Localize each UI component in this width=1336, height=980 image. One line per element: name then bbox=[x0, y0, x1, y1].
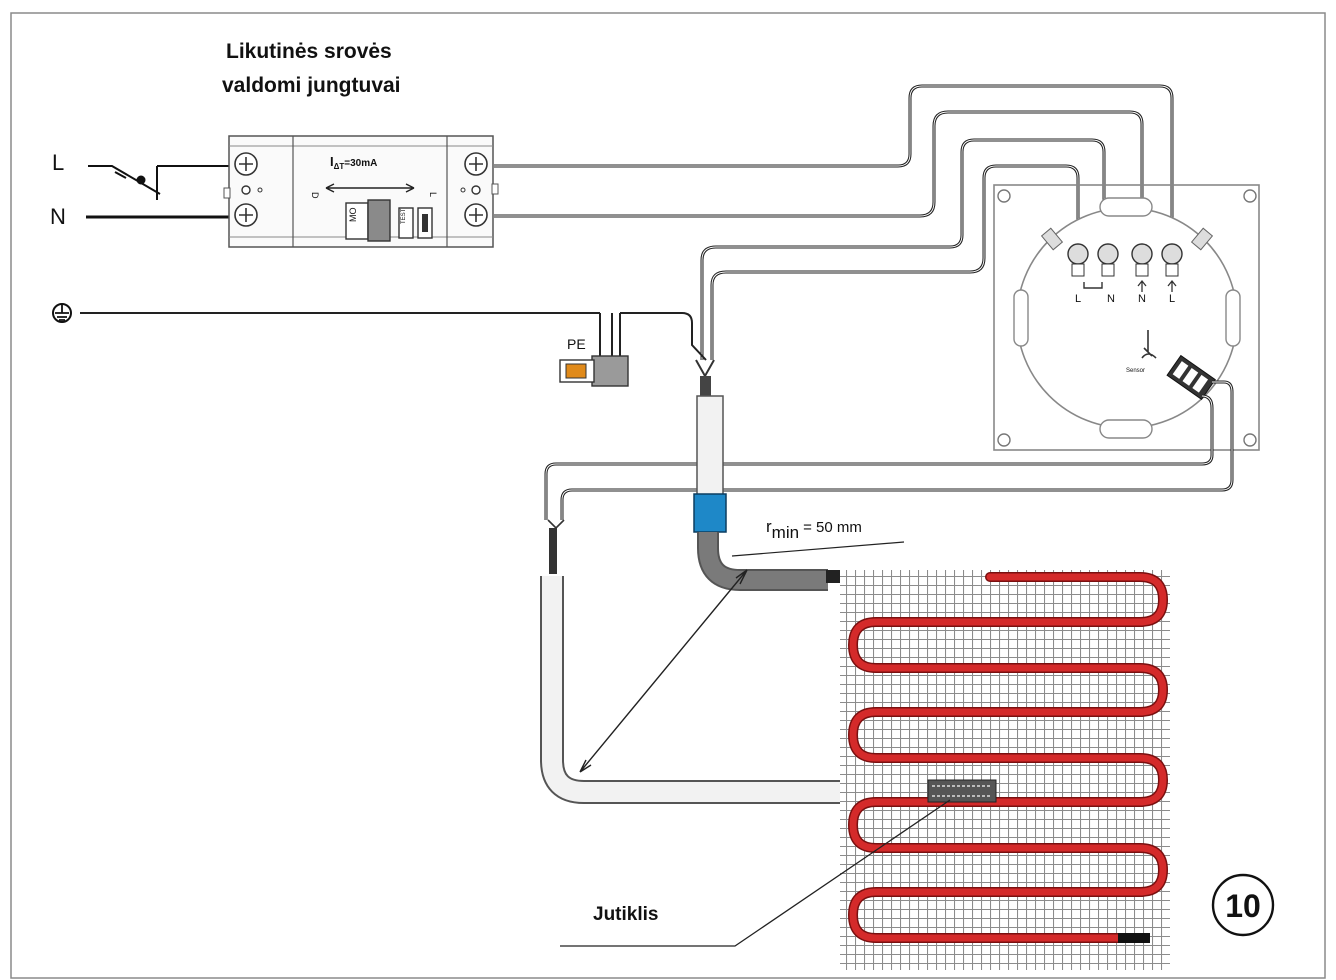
thermostat-terminal-1 bbox=[1067, 243, 1089, 277]
wire-L-inner bbox=[494, 85, 1173, 245]
sensor-leader bbox=[560, 799, 951, 947]
rcd-rating: IΔT=30mA bbox=[330, 154, 377, 171]
rcd-device: IΔT=30mA D L MO TEST bbox=[223, 135, 499, 248]
sensor-probe bbox=[927, 779, 997, 803]
rcd-side-label-left: D bbox=[310, 192, 320, 199]
supply-switch bbox=[88, 165, 232, 200]
heating-cable-core bbox=[849, 573, 1167, 942]
pe-label: PE bbox=[567, 336, 586, 352]
rcd-terminal-left-top bbox=[234, 152, 258, 176]
label-L: L bbox=[52, 150, 64, 175]
label-N: N bbox=[50, 204, 66, 229]
thermostat-terminal-label-3: N bbox=[1138, 293, 1146, 305]
rcd-toggle-label: MO bbox=[348, 208, 358, 223]
thermostat-terminal-bridge bbox=[1083, 282, 1103, 289]
bend-radius-leader-top bbox=[731, 541, 905, 557]
thermostat-terminal-label-2: N bbox=[1107, 293, 1115, 305]
pe-terminal: PE bbox=[559, 312, 707, 387]
rcd-terminal-left-bottom bbox=[234, 203, 258, 227]
thermostat: L N N L Sensor bbox=[993, 184, 1260, 451]
sensor-conduit bbox=[540, 519, 932, 804]
thermostat-terminal-label-4: L bbox=[1169, 293, 1175, 305]
sensor-terminal bbox=[1166, 354, 1216, 400]
title-line-1: Likutinės srovės bbox=[226, 40, 392, 63]
cable-conductor-N-inner bbox=[701, 139, 1105, 360]
sensor-caption: Jutiklis bbox=[593, 904, 658, 925]
rcd-test-slot bbox=[398, 207, 414, 239]
rcd-side-label-right: L bbox=[428, 192, 438, 197]
rcd-toggle-body bbox=[367, 199, 391, 242]
thermometer-icon bbox=[1141, 330, 1157, 359]
wire-N-inner bbox=[494, 111, 1143, 245]
thermostat-terminal-2 bbox=[1097, 243, 1119, 277]
rcd-arrow-icon bbox=[325, 183, 415, 193]
wire-N-to-thermostat bbox=[494, 110, 1144, 245]
cold-lead bbox=[693, 359, 990, 591]
thermostat-terminal-label-1: L bbox=[1075, 293, 1081, 305]
heating-cable-end bbox=[1118, 933, 1150, 943]
rcd-terminal-right-top bbox=[464, 152, 488, 176]
bend-radius-arrow bbox=[579, 569, 748, 773]
figure-number-badge: 10 bbox=[1211, 873, 1275, 937]
earth-icon bbox=[52, 303, 72, 323]
sensor-wire-1-inner bbox=[545, 395, 1213, 520]
title-line-2: valdomi jungtuvai bbox=[222, 74, 401, 97]
thermostat-sensor-label: Sensor bbox=[1126, 368, 1145, 374]
rcd-terminal-right-bottom bbox=[464, 203, 488, 227]
bend-radius-label: rmin= 50 mm bbox=[766, 517, 862, 542]
thermostat-arrow-icon bbox=[1137, 279, 1177, 292]
figure-number: 10 bbox=[1225, 888, 1261, 924]
sensor-wire-2-inner bbox=[561, 381, 1233, 520]
cable-conductor-L-inner bbox=[711, 165, 1079, 360]
thermostat-terminal-3 bbox=[1131, 243, 1153, 277]
cable-coupler bbox=[693, 493, 727, 533]
heating-mat-mesh bbox=[840, 570, 1170, 970]
rcd-test-slot-label: TEST bbox=[401, 208, 407, 224]
thermostat-terminal-4 bbox=[1161, 243, 1183, 277]
page-frame bbox=[10, 12, 1326, 979]
